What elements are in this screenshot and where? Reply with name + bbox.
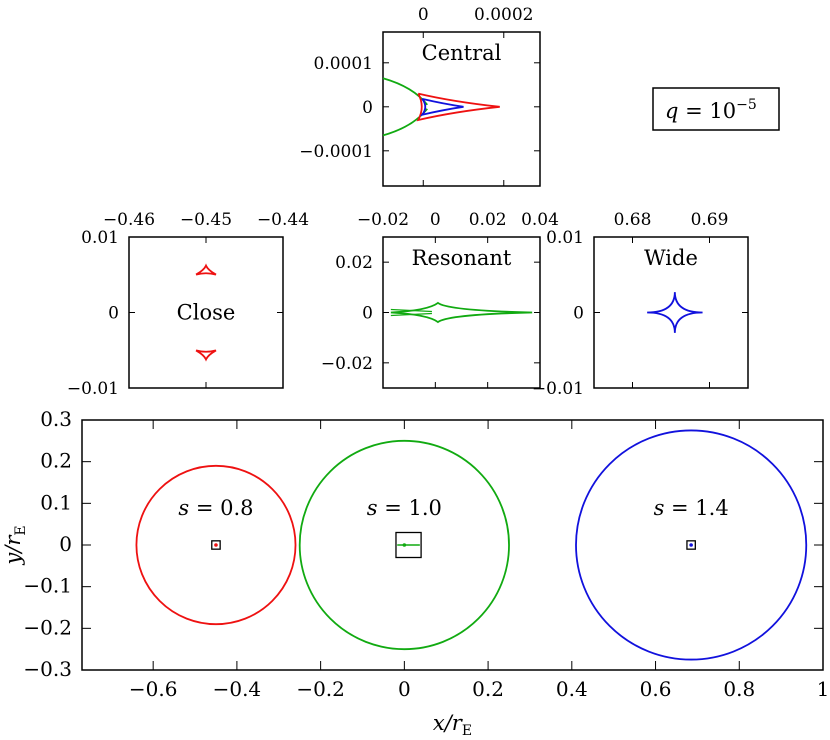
q-label-box [652,87,780,131]
panel-title: Wide [644,246,698,270]
zoom-box [395,531,422,559]
panel-central: 0 0.0002 0.0001 0 −0.0001 Central [299,5,541,187]
q-label-exponent: −5 [736,97,757,113]
zoom-box [211,540,221,550]
y-axis-label: y/rE [1,525,29,565]
x-tick-label: −0.44 [257,210,309,230]
y-tick-label: 0 [362,304,373,324]
plot-frame [382,31,541,187]
zoom-box [686,540,696,550]
y-tick-label: 0 [108,304,119,324]
series-label: s = 1.4 [654,496,729,520]
y-tick-label: 0.01 [81,228,119,248]
y-tick-label: 0.2 [40,449,72,473]
y-tick-label: 0.1 [40,490,72,514]
y-tick-label: −0.01 [532,379,584,399]
q-label-prefix: = 10 [678,99,736,123]
wide-caustic [647,292,703,333]
y-tick-label: 0.02 [335,253,373,273]
x-tick-label: 1 [817,677,830,701]
y-tick-label: −0.01 [67,379,119,399]
x-tick-label: 0 [418,5,429,25]
panel-main: −0.6 −0.4 −0.2 0 0.2 0.4 0.6 0.8 1 0.3 0.2 0.1 0 −0.1… [1,407,829,739]
x-tick-label: 0.0002 [474,5,533,25]
x-tick-label: 0.4 [556,677,588,701]
einstein-ring-circle [298,439,510,651]
y-tick-label: 0 [59,532,72,556]
x-tick-label: −0.02 [357,210,409,230]
x-tick-label: 0 [430,210,441,230]
x-tick-label: 0.68 [614,210,652,230]
y-tick-label: 0 [573,304,584,324]
resonant-caustic-edge [390,308,432,313]
y-tick-label: −0.0001 [299,142,373,162]
series-label: s = 1.0 [367,496,442,520]
x-tick-label: 0.2 [472,677,504,701]
x-axis-label: x/rE [433,711,472,739]
y-tick-label: −0.02 [321,354,373,374]
y-tick-label: −0.3 [23,657,72,681]
q-label: q = 10−5 [652,87,780,131]
x-tick-label: −0.46 [103,210,155,230]
central-caustic-blue [420,98,464,117]
einstein-ring-circle [135,464,297,626]
caustic-marker [214,543,218,547]
y-tick-label: 0.3 [40,407,72,431]
y-tick-label: 0.01 [546,228,584,248]
planetary-caustic [195,349,217,362]
x-tick-label: 0.69 [691,210,729,230]
resonant-caustic [390,301,533,324]
panel-title: Central [422,41,502,65]
panel-close: −0.46 −0.45 −0.44 0.01 0 −0.01 Close [67,210,309,399]
panel-title: Close [177,301,236,325]
plot-frame [81,419,824,671]
y-tick-label: −0.2 [23,615,72,639]
x-tick-label: 0.02 [469,210,507,230]
caustic-marker [689,543,693,547]
y-tick-label: −0.1 [23,574,72,598]
panel-wide: 0.68 0.69 0.01 0 −0.01 Wide [532,210,749,399]
panel-title: Resonant [412,246,512,270]
series-label: s = 0.8 [178,496,253,520]
q-label-text: q = 10−5 [665,97,757,123]
x-tick-label: −0.4 [213,677,262,701]
x-tick-label: 0.6 [640,677,672,701]
einstein-ring-circle [575,429,808,661]
x-tick-label: 0 [398,677,411,701]
x-tick-label: 0.8 [723,677,755,701]
planetary-caustic [195,263,217,276]
x-tick-label: −0.45 [180,210,232,230]
x-tick-label: 0.04 [521,210,559,230]
panels: −0.6 −0.4 −0.2 0 0.2 0.4 0.6 0.8 1 0.3 0.2 0.1 0 −0.1… [1,5,829,739]
y-tick-label: 0 [362,98,373,118]
central-caustic-red [416,92,500,122]
x-tick-label: −0.2 [296,677,345,701]
x-tick-label: −0.6 [129,677,178,701]
resonant-caustic-edge [390,312,432,317]
y-tick-label: 0.0001 [314,54,373,74]
